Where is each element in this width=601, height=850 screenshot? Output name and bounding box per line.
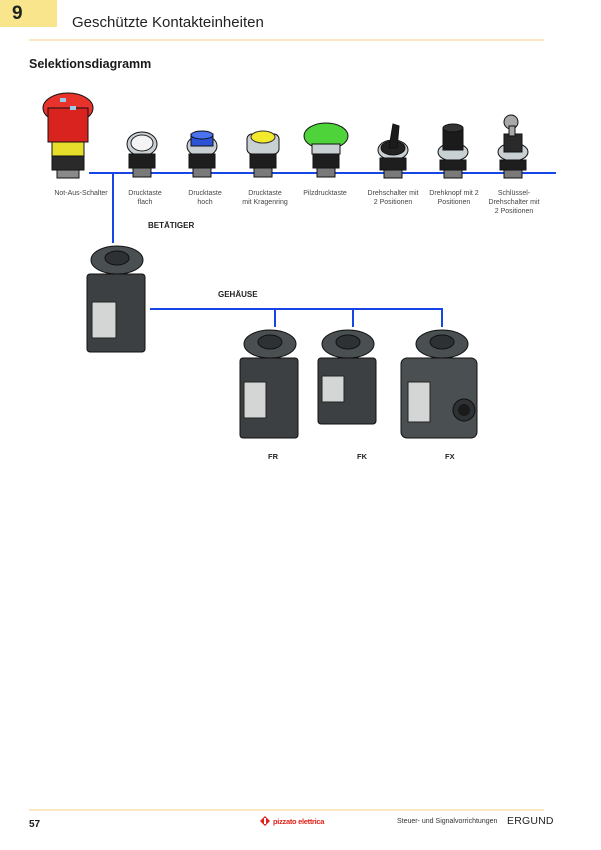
footer-divider bbox=[29, 809, 544, 811]
rotary-knob-image bbox=[437, 123, 469, 179]
housings-group-label: GEHÄUSE bbox=[218, 290, 258, 299]
housing-fk-image bbox=[317, 329, 377, 425]
section-title: Selektionsdiagramm bbox=[29, 57, 152, 71]
housing-label-fk: FK bbox=[357, 452, 367, 461]
housing-fr-image bbox=[239, 329, 299, 439]
actuator-label: Not-Aus-Schalter bbox=[54, 190, 108, 197]
emergency-stop-image bbox=[42, 92, 94, 179]
page-title: Geschützte Kontakteinheiten bbox=[72, 14, 264, 31]
page-number: 57 bbox=[29, 819, 41, 830]
actuator-label: Pilzdrucktaste bbox=[303, 190, 347, 197]
contact-block-image bbox=[86, 245, 146, 353]
manufacturer-logo: pizzato elettrica bbox=[260, 816, 324, 826]
footer-brand: ERGUND bbox=[507, 815, 554, 827]
housing-drop-fx bbox=[441, 308, 443, 327]
key-selector-switch-image bbox=[497, 114, 529, 179]
actuator-drop-line bbox=[112, 172, 114, 243]
housing-drop-fr bbox=[274, 308, 276, 327]
chapter-tab: 9 bbox=[0, 0, 57, 27]
mushroom-pushbutton-image bbox=[303, 122, 349, 178]
logo-mark-icon bbox=[260, 816, 270, 826]
logo-text: pizzato elettrica bbox=[273, 816, 325, 826]
header-divider bbox=[29, 39, 544, 41]
raised-pushbutton-image bbox=[186, 130, 218, 178]
flush-pushbutton-image bbox=[126, 131, 158, 178]
housing-label-fr: FR bbox=[268, 452, 278, 461]
actuators-group-label: BETÄTIGER bbox=[148, 221, 195, 230]
housing-connector-line bbox=[150, 308, 443, 310]
footer-category: Steuer- und Signalvorrichtungen bbox=[397, 818, 498, 825]
housing-label-fx: FX bbox=[445, 452, 455, 461]
selector-switch-image bbox=[377, 123, 409, 179]
housing-drop-fk bbox=[352, 308, 354, 327]
housing-fx-image bbox=[400, 329, 478, 439]
chapter-number: 9 bbox=[12, 3, 23, 24]
collar-pushbutton-image bbox=[246, 130, 280, 178]
